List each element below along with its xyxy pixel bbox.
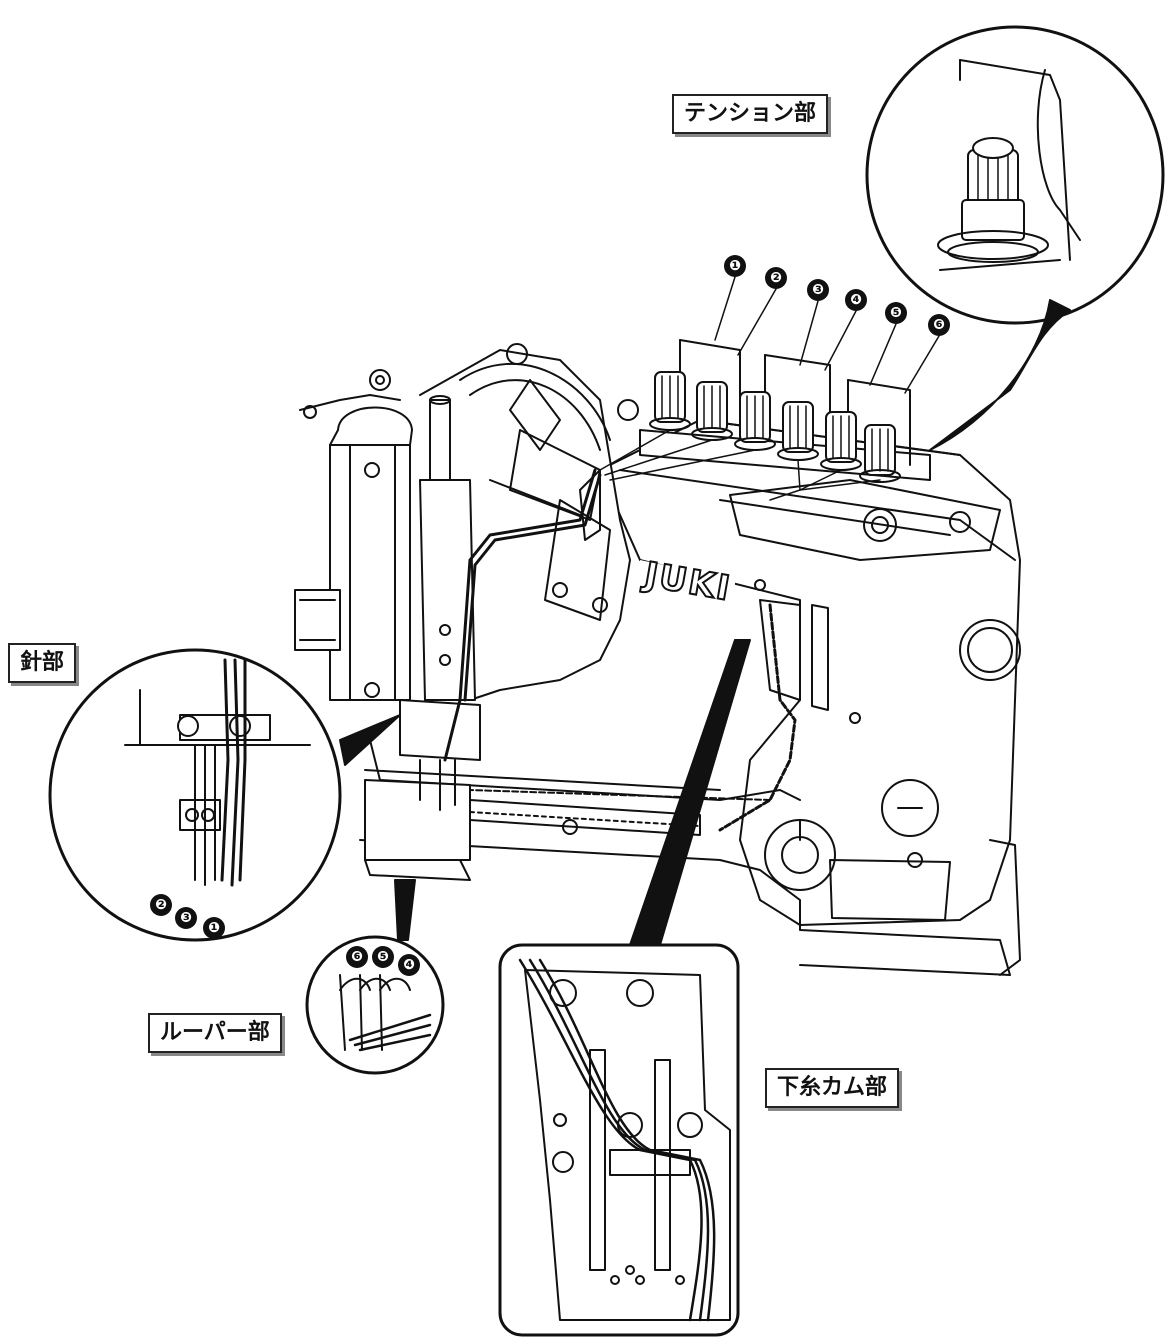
looper-number-6: ❻ — [351, 949, 363, 965]
needle-detail-callout — [48, 648, 401, 942]
looper-number-5: ❺ — [377, 949, 389, 965]
tension-number-2: ❷ — [770, 270, 782, 286]
label-looper-section: ルーパー部 — [148, 1013, 282, 1053]
looper-number-4: ❹ — [403, 957, 415, 973]
machine-body — [359, 419, 1021, 976]
label-needle-section: 針部 — [8, 643, 77, 683]
tension-unit — [599, 339, 931, 501]
tension-number-4: ❹ — [850, 292, 862, 308]
label-tension-section: テンション部 — [672, 94, 829, 134]
thread-paths — [443, 468, 797, 832]
tension-number-1: ❶ — [729, 258, 741, 274]
looper-detail-callout — [305, 879, 445, 1075]
needle-number-3: ❸ — [180, 910, 192, 926]
number-circles — [150, 255, 950, 976]
needle-number-2: ❷ — [155, 897, 167, 913]
needle-number-1: ❶ — [208, 920, 220, 936]
tension-detail-callout — [865, 25, 1165, 451]
lower-cam-detail-callout — [498, 639, 751, 1337]
tension-number-5: ❺ — [890, 305, 902, 321]
label-lower-cam-section: 下糸カム部 — [765, 1068, 900, 1108]
tension-number-6: ❻ — [933, 317, 945, 333]
tension-number-3: ❸ — [812, 282, 824, 298]
